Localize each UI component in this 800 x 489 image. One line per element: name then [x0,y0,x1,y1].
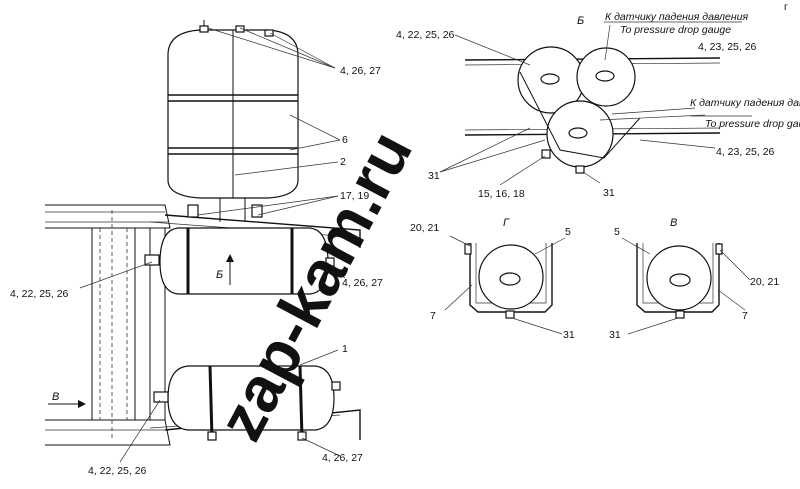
corner-mark: г [784,1,788,13]
callout-31-right: 31 [603,187,615,199]
callout-31-g: 31 [563,329,575,341]
gauge-label-top-ru: К датчику падения давления [605,11,748,23]
gauge-label-mid-en: To pressure drop gauge [705,118,800,130]
callout-7-v: 7 [742,310,748,322]
view-v-section [621,237,751,335]
callout-2: 2 [340,156,346,168]
upper-tank-pair [167,20,299,222]
callout-31-left: 31 [428,170,440,182]
callout-20-21-v: 20, 21 [750,276,779,288]
callout-4-26-27-bottom: 4, 26, 27 [322,452,363,464]
lower-tank [48,365,341,441]
callout-5-v: 5 [614,226,620,238]
middle-tank [144,227,335,295]
callout-4-23-25-26-mid: 4, 23, 25, 26 [716,146,775,158]
arrow-v-label: В [52,391,59,403]
gauge-label-top-en: To pressure drop gauge [620,24,731,36]
callout-20-21-g: 20, 21 [410,222,439,234]
view-g-section [444,235,566,335]
gauge-label-mid-ru: К датчику падения давления [690,97,800,109]
callout-4-22-25-26-bottom: 4, 22, 25, 26 [88,465,147,477]
callout-4-23-25-26-top: 4, 23, 25, 26 [698,41,757,53]
callout-4-22-25-26-b: 4, 22, 25, 26 [396,29,455,41]
callout-6: 6 [342,134,348,146]
callout-17-19: 17, 19 [340,190,369,202]
callout-4-22-25-26-left: 4, 22, 25, 26 [10,288,69,300]
view-b-top-section [439,21,752,186]
callout-15-16-18: 15, 16, 18 [478,188,525,200]
view-b-title: Б [577,15,584,27]
callout-4-26-27-mid: 4, 26, 27 [342,277,383,289]
callout-5-g: 5 [565,226,571,238]
view-v-title: В [670,217,677,229]
callout-31-v: 31 [609,329,621,341]
view-g-title: Г [503,217,510,229]
leader-lines-left [79,27,346,463]
callout-4-26-27-top: 4, 26, 27 [340,65,381,77]
callout-1: 1 [342,343,348,355]
arrow-b-label: Б [216,269,223,281]
callout-7-g: 7 [430,310,436,322]
